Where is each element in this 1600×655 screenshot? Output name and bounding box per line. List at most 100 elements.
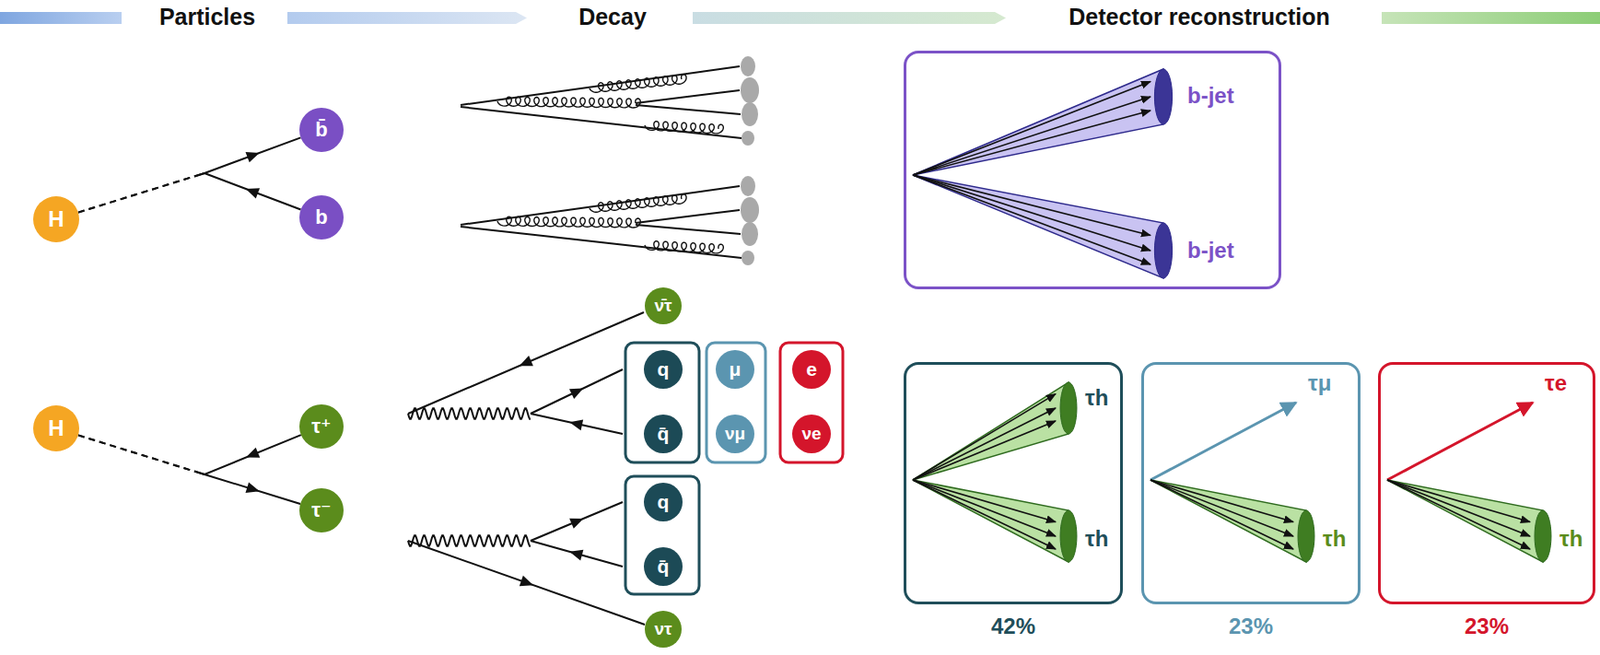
- gluon-coil: [497, 96, 641, 108]
- cone-end: [1154, 222, 1172, 279]
- group-box: [625, 342, 700, 463]
- quark-line: [635, 105, 741, 115]
- hadron-blob: [741, 221, 759, 246]
- particle-circle: e: [792, 350, 831, 389]
- reconstruction-label: τh: [1085, 385, 1109, 411]
- hadron-blob: [740, 197, 760, 223]
- reconstruction-label: τh: [1085, 525, 1109, 552]
- particle-groups: [625, 342, 843, 595]
- particle-symbol: q: [643, 482, 683, 522]
- track-arrow: [912, 479, 1056, 523]
- gluon-coil: [644, 241, 724, 254]
- feynman-line: [78, 434, 302, 475]
- reconstruction-label: 23%: [1228, 613, 1273, 640]
- hadron-blob: [740, 56, 756, 77]
- fermion-arrow: [245, 447, 260, 458]
- gluon-coil: [644, 121, 724, 134]
- reconstruction-panel: b-jetb-jet: [903, 50, 1282, 290]
- track-arrow: [1387, 479, 1530, 549]
- cone-illustration: [912, 69, 1552, 562]
- quark-line: [460, 66, 740, 106]
- circle-fill: [33, 196, 80, 243]
- group-box: [780, 342, 843, 463]
- quark-line: [460, 226, 742, 258]
- feynman-line: [78, 173, 302, 213]
- cone-body: [1387, 479, 1543, 562]
- particle-circle: H: [33, 196, 80, 243]
- cone-end: [1060, 382, 1077, 434]
- particle-symbol: H: [33, 196, 80, 243]
- feynman-edge: [78, 173, 302, 213]
- stage-heading: Detector reconstruction: [1068, 3, 1330, 31]
- particle-circle: νe: [792, 414, 831, 454]
- jet-cone: [912, 382, 1077, 480]
- cone-end: [1154, 69, 1172, 125]
- circle-fill: [715, 350, 755, 389]
- particle-circle: H: [33, 405, 80, 452]
- circle-fill: [715, 414, 755, 454]
- feynman-edge: [78, 434, 301, 504]
- header-bar: [1381, 11, 1600, 24]
- lepton-arrow: [1150, 402, 1297, 480]
- header-arrow: [287, 11, 527, 24]
- circle-fill: [643, 547, 683, 586]
- feynman-edge: [78, 434, 302, 475]
- jet-cone: [912, 69, 1173, 176]
- quark-line: [530, 502, 623, 541]
- fermion-arrow: [569, 518, 584, 529]
- reconstruction-label: τh: [1559, 525, 1583, 552]
- reconstruction-panel: τμτh23%: [1141, 362, 1361, 605]
- lepton-arrow: [1387, 402, 1533, 480]
- group-box: [706, 342, 766, 463]
- track-arrow: [912, 394, 1056, 480]
- particle-symbol: H: [33, 405, 80, 452]
- jet-cone: [912, 479, 1077, 562]
- circle-fill: [643, 350, 683, 389]
- reconstruction-label: b-jet: [1187, 237, 1235, 264]
- group-box: [625, 476, 700, 595]
- particle-circle: b: [299, 195, 344, 240]
- stage-heading: Particles: [159, 3, 256, 31]
- jet: [460, 56, 760, 146]
- header-bar: [0, 11, 122, 24]
- boson-wave: [408, 408, 531, 419]
- particle-symbol: νμ: [715, 414, 755, 454]
- cone-end: [1060, 510, 1077, 562]
- circle-fill: [299, 488, 344, 533]
- quark-line: [635, 210, 740, 223]
- particle-symbol: q̄: [643, 414, 683, 454]
- jet: [460, 175, 760, 266]
- particle-circle: τ⁻: [299, 488, 344, 533]
- particle-circle: ντ: [644, 610, 682, 648]
- cone-body: [912, 479, 1069, 562]
- fermion-arrow: [569, 549, 584, 561]
- decay-lines: [408, 312, 645, 625]
- neutrino-line: [408, 540, 645, 625]
- hadron-blob: [741, 102, 759, 127]
- quark-line: [460, 106, 742, 139]
- particle-circle: νμ: [715, 414, 755, 454]
- quark-line: [635, 224, 741, 234]
- particle-circle: b̄: [299, 107, 344, 152]
- track-arrow: [912, 420, 1056, 480]
- particle-circle: μ: [715, 350, 755, 389]
- particle-symbol: q: [643, 350, 683, 389]
- cone-body: [1150, 479, 1307, 562]
- hadron-blob: [740, 175, 756, 197]
- track-arrow: [912, 408, 1056, 480]
- track-arrow: [912, 479, 1056, 537]
- circle-fill: [643, 414, 683, 454]
- fermion-arrow: [519, 355, 534, 366]
- track-arrow: [1150, 479, 1294, 537]
- reconstruction-label: 23%: [1464, 613, 1509, 640]
- stage-heading: Decay: [578, 3, 647, 31]
- particle-circle: q̄: [643, 414, 683, 454]
- track-arrow: [1150, 479, 1294, 549]
- fermion-arrow: [245, 187, 260, 199]
- track-arrow: [912, 175, 1151, 251]
- particle-symbol: q̄: [643, 547, 683, 586]
- track-arrow: [1150, 479, 1294, 523]
- particle-circle: q: [643, 350, 683, 389]
- circle-fill: [299, 195, 344, 240]
